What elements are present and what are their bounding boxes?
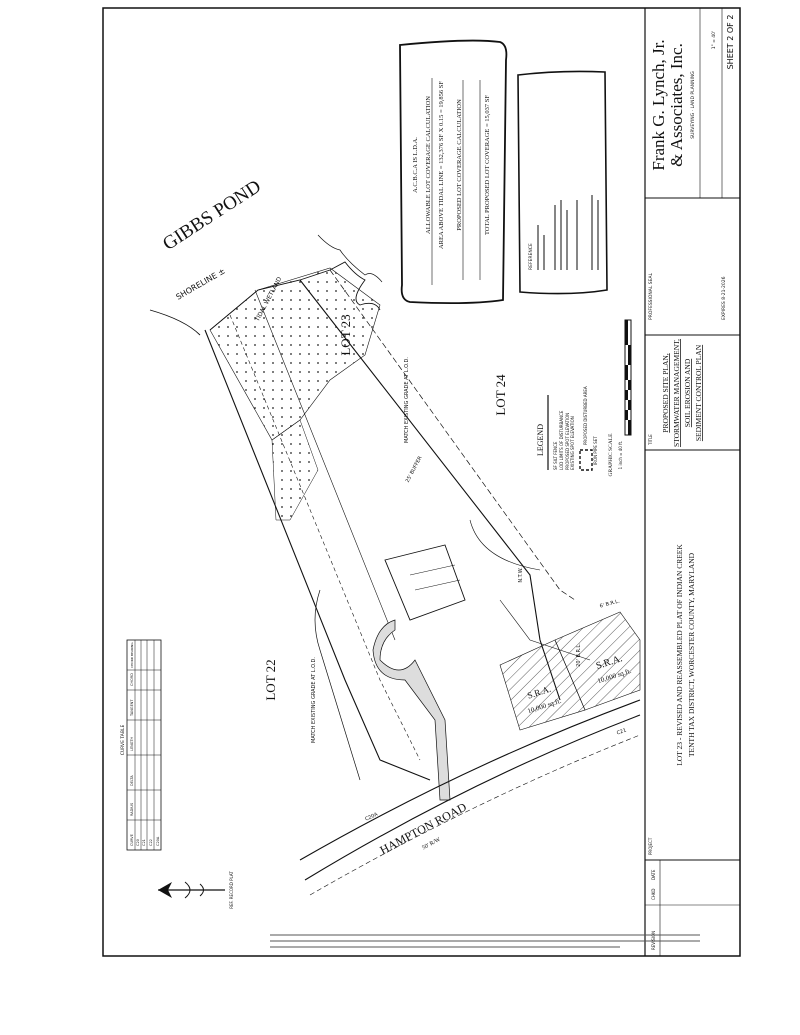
hampton-road-edge [304, 714, 641, 881]
project-label: PROJECT [648, 837, 653, 855]
curve-table: CURVE TABLE CURVE RADIUS DELTA LENGTH TA… [120, 639, 162, 851]
chord-header: CHORD [130, 673, 134, 686]
curve-table-title: CURVE TABLE [120, 725, 126, 756]
gibbs-pond-label: GIBBS POND [159, 176, 265, 255]
title-block: Frank G. Lynch, Jr. & Associates, Inc. S… [645, 8, 740, 956]
project-line1: LOT 23 - REVISED AND REASSEMBLED PLAT OF… [675, 544, 684, 766]
brl-label-2: 6' B.R.L. [599, 598, 621, 609]
wetland-buffer-area [271, 419, 319, 521]
check-label: CHKD [651, 888, 656, 900]
coverage-note-lcda: A.C.B.C.A IS L.D.A. [412, 137, 419, 193]
legend-proposed-spot: PROPOSED SPOT ELEVATION [565, 413, 570, 470]
professional-seal-label: PROFESSIONAL SEAL [648, 272, 654, 320]
buffer-label: 25' BUFFER [405, 455, 424, 484]
length-header: LENGTH [130, 736, 134, 751]
match-grade-label-1: MATCH EXISTING GRADE AT L.O.D. [404, 357, 410, 443]
seal-expiration: EXPIRES 8-21-2026 [721, 276, 727, 320]
lot-coverage-box: A.C.B.C.A IS L.D.A. ALLOWABLE LOT COVERA… [399, 39, 508, 305]
north-arrow: REF. RECORD PLAT [158, 871, 234, 909]
proposed-house [384, 544, 466, 621]
legend: LEGEND SF SILT FENCE LOD LIMITS OF DISTU… [536, 319, 632, 477]
curve-row-id: C20A [156, 836, 160, 846]
reference-heading: REFERENCE [528, 243, 534, 270]
sra-area-2 [499, 639, 586, 731]
curve-row-id: C21 [142, 839, 146, 846]
shoreline-label: SHORELINE ± [175, 266, 227, 301]
lot-22-label: LOT 22 [263, 659, 278, 700]
curve-c20a-label: C20A [364, 811, 379, 822]
curve-row-id: C22 [149, 839, 153, 846]
graphic-scale-bar [624, 319, 632, 436]
road-right-of-way: 50' R/W [421, 837, 442, 852]
legend-iron-pipe: IRON PIPE SET [593, 436, 598, 465]
graphic-scale-label: GRAPHIC SCALE [608, 433, 614, 477]
title-label: TITLE [648, 434, 653, 446]
legend-silt-fence: SF SILT FENCE [553, 441, 558, 470]
firm-services: SURVEYING · LAND PLANNING [690, 71, 696, 139]
lot-24-label: LOT 24 [493, 374, 508, 416]
bottom-notes [270, 934, 700, 948]
title-line2: STORMWATER MANAGEMENT, [672, 339, 681, 447]
delta-header: DELTA [130, 775, 134, 786]
lot-23-label: LOT 23 [338, 314, 353, 355]
revision-label: REVISION [651, 931, 656, 950]
legend-title: LEGEND [536, 424, 545, 456]
allowable-coverage-calc: AREA ABOVE TIDAL LINE = 132,376 SF X 0.1… [438, 81, 445, 249]
graphic-scale-note: 1 inch = 40 ft. [618, 441, 623, 470]
title-line3: SOIL EROSION AND [683, 358, 692, 427]
tidal-wetland-area [209, 267, 381, 441]
allowable-coverage-heading: ALLOWABLE LOT COVERAGE CALCULATION [425, 96, 432, 234]
north-arrow-label: REF. RECORD PLAT [229, 871, 234, 909]
title-line4: SEDIMENT CONTROL PLAN [694, 344, 703, 441]
reference-notes-box: REFERENCE [517, 70, 608, 295]
date-label: DATE [651, 869, 656, 880]
title-line1: PROPOSED SITE PLAN, [661, 353, 670, 433]
curve-row-id: C20 [136, 839, 140, 846]
chord-bearing-header: CHORD BEARING [130, 642, 134, 668]
ntw-label: N.T.W. [518, 567, 524, 583]
legend-disturbed-area: PROPOSED DISTURBED AREA [583, 386, 588, 445]
curve-c21-label: C21 [616, 728, 627, 737]
tangent-header: TANGENT [130, 699, 134, 717]
legend-existing-spot: EXISTING SPOT ELEVATION [570, 416, 575, 470]
proposed-driveway [372, 619, 451, 801]
proposed-coverage-heading: PROPOSED LOT COVERAGE CALCULATION [456, 99, 463, 231]
match-grade-label-2: MATCH EXISTING GRADE AT L.O.D. [311, 657, 317, 743]
sheet-border [102, 7, 741, 957]
firm-name-line2: & Associates, Inc. [667, 43, 686, 167]
drawing-scale: 1" = 40' [711, 31, 717, 50]
curve-header: CURVE [130, 834, 134, 846]
legend-lod: LOD LIMITS OF DISTURBANCE [559, 410, 564, 470]
total-proposed-coverage: TOTAL PROPOSED LOT COVERAGE = 15,037 SF [484, 95, 491, 235]
brl-label: 20' B.R.L. [576, 643, 582, 667]
site-plan-drawing [149, 234, 641, 896]
radius-header: RADIUS [130, 802, 134, 816]
sheet-number: SHEET 2 OF 2 [726, 15, 735, 70]
firm-name-line1: Frank G. Lynch, Jr. [649, 39, 668, 170]
project-line2: TENTH TAX DISTRICT, WORCESTER COUNTY, MA… [687, 552, 696, 757]
